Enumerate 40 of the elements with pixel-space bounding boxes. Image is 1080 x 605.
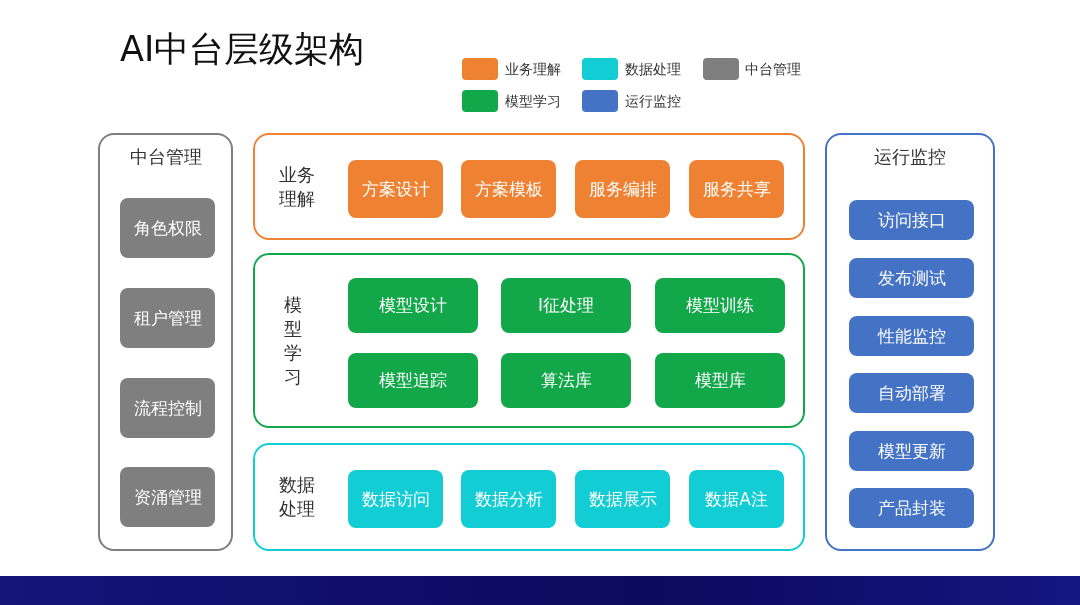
function-box: 流程控制	[120, 378, 215, 438]
panel-heading: 中台管理	[128, 145, 203, 169]
function-box: 模型追踪	[348, 353, 478, 408]
function-box: 模型设计	[348, 278, 478, 333]
legend-label: 数据处理	[625, 60, 681, 79]
function-box: 发布测试	[849, 258, 974, 298]
group-panel	[825, 133, 995, 551]
function-box: 模型更新	[849, 431, 974, 471]
function-box: 算法库	[501, 353, 631, 408]
function-box: 数据访问	[348, 470, 443, 528]
function-box: 角色权限	[120, 198, 215, 258]
function-box: 模型训练	[655, 278, 785, 333]
function-box: 自动部署	[849, 373, 974, 413]
function-box: 数据分析	[461, 470, 556, 528]
function-box: I征处理	[501, 278, 631, 333]
function-box: 方案模板	[461, 160, 556, 218]
panel-heading: 业务理解	[277, 162, 316, 211]
panel-heading: 数据处理	[277, 473, 316, 521]
function-box: 服务编排	[575, 160, 670, 218]
function-box: 方案设计	[348, 160, 443, 218]
function-box: 模型库	[655, 353, 785, 408]
function-box: 资涌管理	[120, 467, 215, 527]
function-box: 性能监控	[849, 316, 974, 356]
title: AI中台层级架构	[120, 28, 365, 71]
panel-heading: 运行监控	[873, 145, 947, 169]
group-panel	[253, 253, 805, 428]
group-panel	[98, 133, 233, 551]
function-box: 产品封装	[849, 488, 974, 528]
function-box: 访问接口	[849, 200, 974, 240]
legend-label: 中台管理	[745, 60, 801, 79]
function-box: 数据展示	[575, 470, 670, 528]
group-panel	[253, 133, 805, 240]
function-box: 租户管理	[120, 288, 215, 348]
function-box: 数据A注	[689, 470, 784, 528]
legend-label: 模型学习	[505, 92, 561, 111]
group-panel	[253, 443, 805, 551]
legend-label: 运行监控	[625, 92, 681, 111]
panel-heading: 模型学习	[283, 292, 303, 389]
legend-label: 业务理解	[505, 60, 561, 79]
function-box: 服务共享	[689, 160, 784, 218]
